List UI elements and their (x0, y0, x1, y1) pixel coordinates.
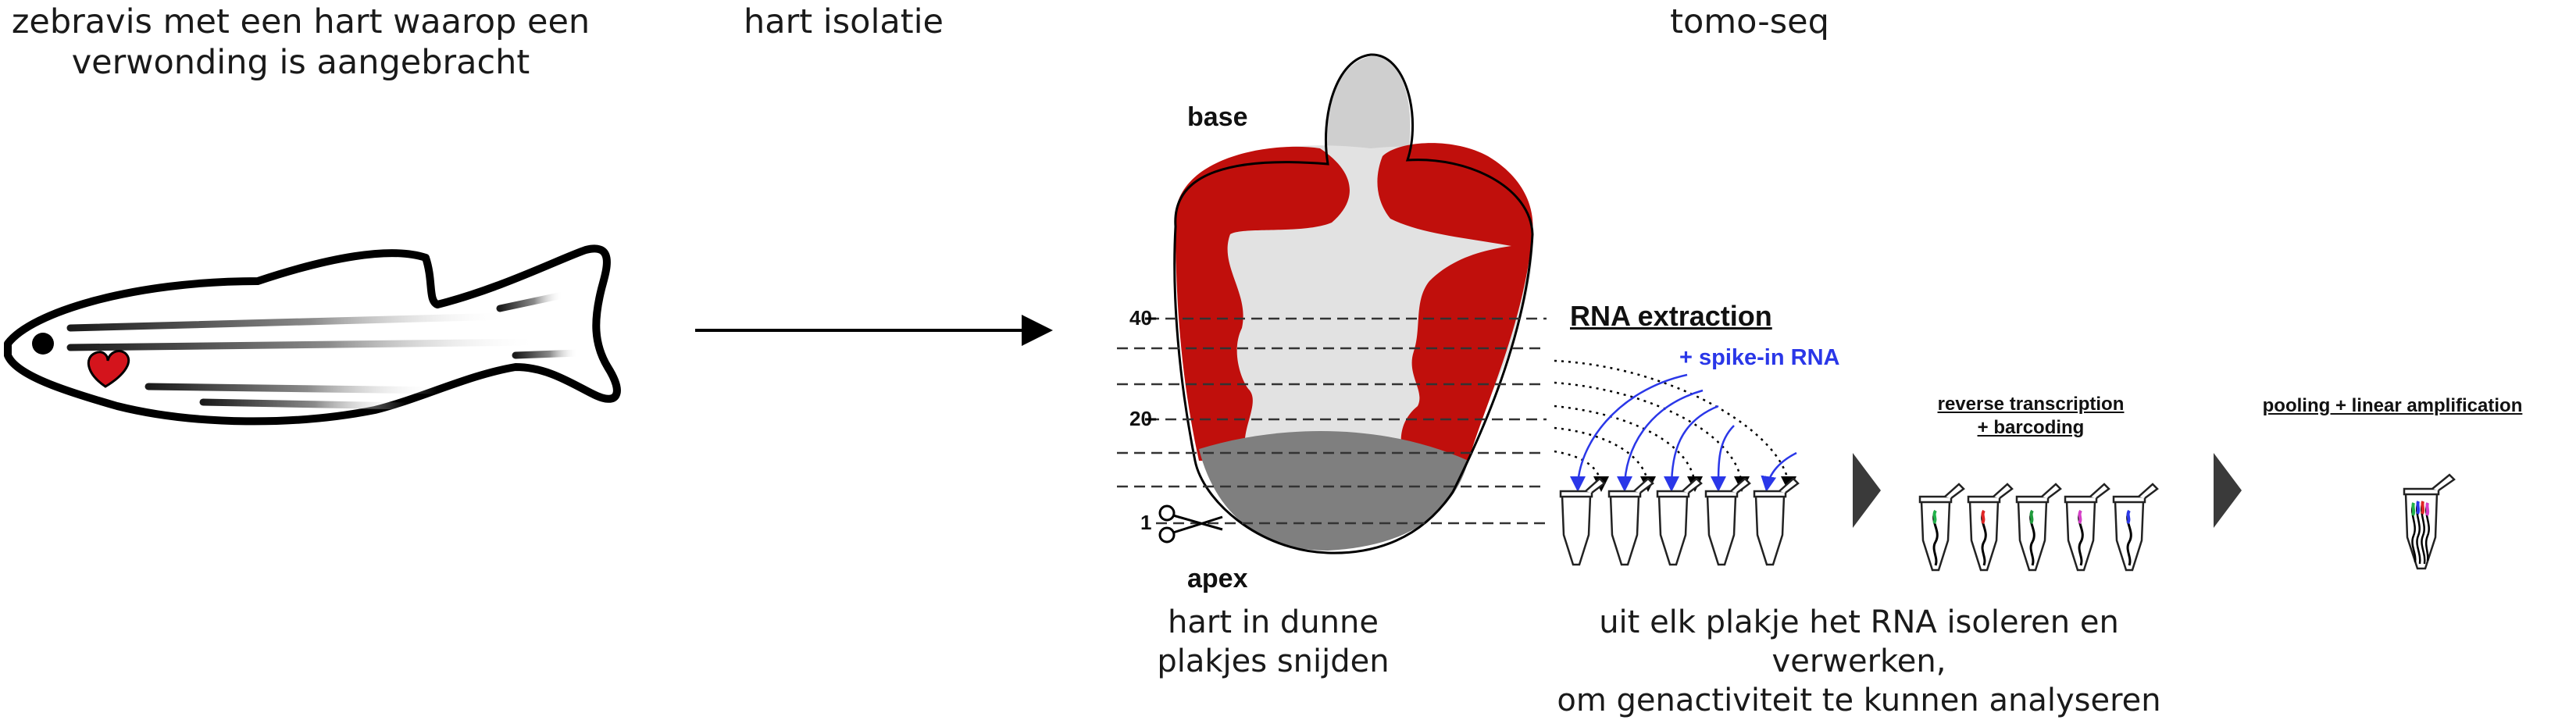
eppendorf-tube-icon (1607, 477, 1654, 566)
scissors-icon (1158, 504, 1223, 544)
apex-label: apex (1187, 564, 1248, 593)
fish-eye (32, 333, 54, 355)
eppendorf-tube-icon (2112, 483, 2159, 572)
section-number-1: 1 (1140, 511, 1152, 534)
fish-stripes (66, 291, 582, 410)
myocardium-left (1175, 146, 1350, 461)
base-label: base (1187, 102, 1248, 132)
heart-outline (1173, 53, 1534, 554)
eppendorf-tube-icon (1559, 477, 1606, 566)
slice-transfer-arrows (1554, 359, 1796, 492)
eppendorf-tube-icon (1918, 483, 1965, 572)
spike-in-arrows (1570, 373, 1797, 492)
eppendorf-tube-icon (1704, 477, 1751, 566)
diagram-canvas (4, 53, 2456, 572)
heart-icon (87, 350, 130, 388)
bulbus-arteriosus (1325, 55, 1411, 165)
zebrafish-illustration (4, 244, 621, 426)
step-chevron-2 (2214, 453, 2242, 528)
isolation-title: hart isolatie (743, 2, 944, 41)
section-lines (1117, 317, 1547, 525)
tomo-seq-title: tomo-seq (1670, 2, 1829, 41)
myocardium-right (1377, 143, 1533, 461)
slicing-caption: hart in dunne plakjes snijden (1148, 603, 1398, 681)
slicing-caption-line2: plakjes snijden (1157, 643, 1390, 679)
barcoded-tubes (1918, 483, 2159, 572)
eppendorf-tube-icon (1967, 483, 2014, 572)
pooled-tube (2403, 473, 2456, 570)
step-chevron-1 (1853, 453, 1881, 528)
eppendorf-tube-icon (1753, 477, 1800, 566)
rt-heading: reverse transcription + barcoding (1906, 393, 2156, 440)
pooling-heading: pooling + linear amplification (2262, 395, 2523, 416)
extraction-tubes (1559, 477, 1800, 566)
fish-title-line1: zebravis met een hart waarop een (11, 2, 590, 41)
slicing-caption-line1: hart in dunne (1168, 604, 1379, 640)
rna-caption-line2: om genactiviteit te kunnen analyseren (1557, 683, 2161, 718)
eppendorf-tube-icon (2015, 483, 2062, 572)
rt-heading-line1: reverse transcription (1937, 394, 2125, 415)
fish-title-line2: verwonding is aangebracht (71, 43, 530, 82)
apex-region (1199, 431, 1468, 551)
eppendorf-tube-icon (2064, 483, 2110, 572)
rna-extraction-heading: RNA extraction (1570, 300, 1772, 332)
section-tick-marks (1145, 317, 1156, 421)
rna-caption-line1: uit elk plakje het RNA isoleren en verwe… (1599, 604, 2119, 679)
rt-heading-line2: + barcoding (1977, 417, 2085, 438)
spike-in-label: + spike-in RNA (1679, 345, 1840, 370)
heart-section-diagram (1173, 53, 1534, 554)
fish-title: zebravis met een hart waarop een verwond… (0, 2, 601, 83)
eppendorf-tube-icon (1656, 477, 1703, 566)
